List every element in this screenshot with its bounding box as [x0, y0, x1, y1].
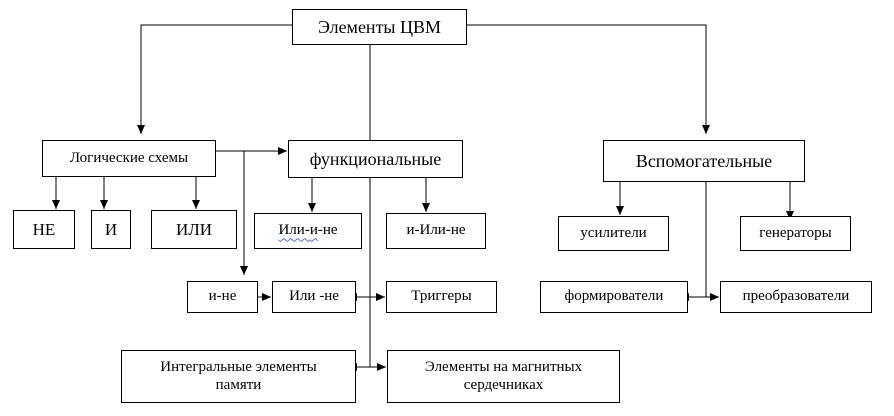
node-generators-label: генераторы [759, 224, 832, 241]
node-amplifiers: усилители [558, 216, 669, 251]
node-ili-i-ne-label-prefix: Или- [278, 222, 310, 239]
node-functional-label: функциональные [309, 148, 442, 169]
node-i-ne: и-не [187, 281, 258, 313]
node-converters-label: преобразователи [742, 288, 850, 305]
node-triggers: Триггеры [386, 281, 497, 313]
node-ili-ne-label: Или -не [289, 288, 339, 305]
node-ili-label: ИЛИ [175, 219, 213, 239]
node-magnetic-cores: Элементы на магнитных сердечниках [387, 350, 620, 403]
node-ne: НЕ [13, 210, 75, 249]
node-i: И [91, 210, 131, 249]
node-logical-label: Логические схемы [69, 149, 189, 166]
node-functional: функциональные [288, 140, 463, 178]
node-generators: генераторы [740, 216, 851, 251]
node-magnetic-cores-label: Элементы на магнитных сердечниках [424, 359, 583, 393]
node-converters: преобразователи [720, 281, 872, 313]
edge-root-logical [137, 24, 292, 134]
node-root-label: Элементы ЦВМ [317, 16, 442, 37]
node-i-ne-label: и-не [208, 288, 237, 305]
node-i-ili-ne: и-Или-не [386, 213, 486, 249]
node-shapers: формирователи [540, 281, 688, 313]
node-ili-i-ne: Или-и-не [254, 213, 362, 249]
node-ili: ИЛИ [151, 210, 237, 249]
node-logical: Логические схемы [42, 140, 216, 177]
node-integral-memory-label: Интегральные элементы памяти [160, 359, 317, 393]
node-root: Элементы ЦВМ [292, 9, 467, 45]
node-integral-memory: Интегральные элементы памяти [121, 350, 356, 403]
node-auxiliary-label: Вспомогательные [635, 150, 773, 171]
node-ili-i-ne-label-marked: и [309, 222, 318, 239]
node-ili-ne: Или -не [272, 281, 356, 313]
node-ili-i-ne-label-suffix: -не [317, 222, 338, 239]
node-ili-i-ne-label: Или-и-не [278, 222, 337, 239]
node-shapers-label: формирователи [564, 288, 664, 305]
node-amplifiers-label: усилители [580, 224, 647, 241]
node-auxiliary: Вспомогательные [603, 140, 805, 182]
node-ne-label: НЕ [32, 219, 56, 239]
edge-root-auxiliary [467, 24, 710, 134]
node-i-ili-ne-label: и-Или-не [406, 222, 466, 239]
node-triggers-label: Триггеры [411, 288, 472, 305]
node-i-label: И [104, 219, 118, 239]
